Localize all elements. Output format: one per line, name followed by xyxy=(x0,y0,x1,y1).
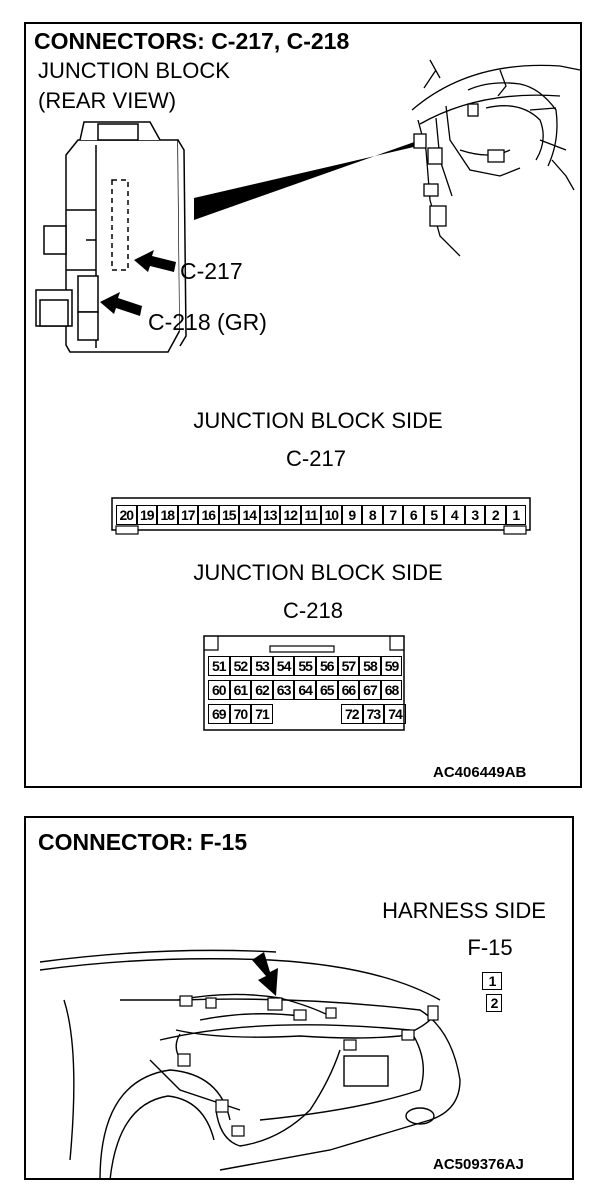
pin: 58 xyxy=(359,656,381,676)
pin: 52 xyxy=(229,656,252,676)
pin: 51 xyxy=(208,656,230,676)
pin: 74 xyxy=(384,704,406,724)
pin: 66 xyxy=(337,680,360,700)
pin: 63 xyxy=(272,680,295,700)
pin: 68 xyxy=(380,680,403,700)
pin: 9 xyxy=(341,505,362,525)
pin: 17 xyxy=(177,505,198,525)
callout-c217: C-217 xyxy=(180,258,243,284)
pin: 70 xyxy=(229,704,252,724)
f15-pin-2: 2 xyxy=(486,994,502,1012)
c218-side-label: JUNCTION BLOCK SIDE xyxy=(193,560,443,585)
pin: 2 xyxy=(485,505,506,525)
pin: 73 xyxy=(362,704,385,724)
arrow-c218-icon xyxy=(100,292,142,316)
c218-name: C-218 xyxy=(283,598,343,623)
arrow-c217-icon xyxy=(134,250,176,272)
f15-pin-1: 1 xyxy=(482,972,502,990)
pin: 60 xyxy=(208,680,230,700)
figure-code-bottom: AC509376AJ xyxy=(433,1156,524,1173)
pin: 19 xyxy=(136,505,157,525)
pin: 11 xyxy=(300,505,321,525)
pin: 57 xyxy=(337,656,360,676)
pin: 55 xyxy=(294,656,316,676)
pin: 3 xyxy=(464,505,485,525)
pin: 56 xyxy=(315,656,338,676)
pin: 7 xyxy=(382,505,403,525)
f15-name: F-15 xyxy=(467,935,513,960)
pin: 62 xyxy=(251,680,273,700)
pin: 64 xyxy=(294,680,316,700)
pin: 10 xyxy=(321,505,342,525)
pin: 18 xyxy=(157,505,178,525)
pin: 13 xyxy=(259,505,280,525)
pin: 6 xyxy=(403,505,424,525)
harness-side-label: HARNESS SIDE xyxy=(382,898,546,923)
pin: 61 xyxy=(229,680,252,700)
callout-c218: C-218 (GR) xyxy=(148,309,267,335)
pin: 65 xyxy=(315,680,338,700)
pin: 20 xyxy=(116,505,137,525)
pin: 71 xyxy=(251,704,273,724)
pin: 16 xyxy=(198,505,219,525)
pin: 69 xyxy=(208,704,230,724)
pin: 54 xyxy=(272,656,295,676)
pin: 12 xyxy=(280,505,301,525)
pin: 53 xyxy=(251,656,273,676)
pin: 59 xyxy=(380,656,403,676)
rear-view-label: (REAR VIEW) xyxy=(38,88,177,113)
pin: 8 xyxy=(362,505,383,525)
figure-code-top: AC406449AB xyxy=(433,764,527,781)
pin: 15 xyxy=(218,505,239,525)
pin: 72 xyxy=(341,704,363,724)
junction-block-label: JUNCTION BLOCK xyxy=(38,58,230,83)
pin: 67 xyxy=(359,680,381,700)
arrow-f15-icon xyxy=(252,952,278,996)
pin: 1 xyxy=(505,505,526,525)
panel-title: CONNECTORS: C-217, C-218 xyxy=(34,28,350,54)
pin: 4 xyxy=(444,505,465,525)
pin: 5 xyxy=(423,505,444,525)
c217-side-label: JUNCTION BLOCK SIDE xyxy=(193,408,443,433)
pin: 14 xyxy=(239,505,260,525)
panel-title-f15: CONNECTOR: F-15 xyxy=(38,829,248,855)
c217-name: C-217 xyxy=(286,446,346,471)
